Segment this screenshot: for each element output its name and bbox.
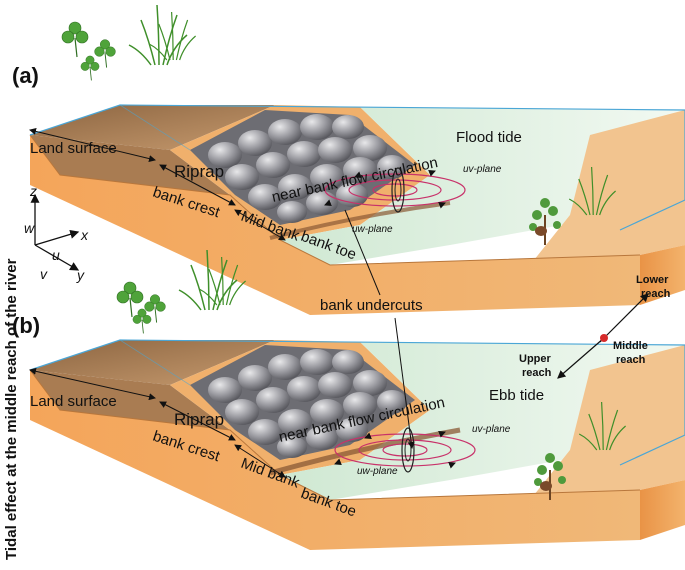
label-land-surface-b: Land surface: [30, 393, 117, 410]
label-tide-a: Flood tide: [456, 129, 522, 146]
axis-x-label: x: [80, 227, 89, 243]
axis-u-label: u: [52, 247, 60, 263]
label-bank-undercuts: bank undercuts: [320, 297, 423, 314]
axis-z-label: z: [29, 183, 37, 199]
label-riprap-a: Riprap: [174, 162, 224, 181]
vortex-a: [324, 167, 466, 213]
panel-b-letter: (b): [12, 313, 40, 338]
label-land-surface-a: Land surface: [30, 140, 117, 157]
label-riprap-b: Riprap: [174, 410, 224, 429]
side-title: Tidal effect at the middle reach of the …: [3, 258, 20, 560]
label-uw-plane-a: uw-plane: [352, 224, 393, 235]
label-uw-plane-b: uw-plane: [357, 466, 398, 477]
vortex-b: [334, 427, 476, 473]
label-uv-plane-a: uv-plane: [463, 164, 502, 175]
panel-a: (a) Land surface Riprap bank crest Mid b…: [12, 4, 685, 316]
label-uv-plane-b: uv-plane: [472, 424, 511, 435]
panel-a-letter: (a): [12, 63, 39, 88]
axis-v-label: v: [40, 266, 48, 282]
label-tide-b: Ebb tide: [489, 387, 544, 404]
axis-w-label: w: [24, 220, 35, 236]
panel-b: (b) Land surface Riprap bank crest Mid b…: [12, 249, 685, 551]
axis-y-label: y: [76, 267, 85, 283]
middle-reach-marker: [600, 334, 608, 342]
bank-undercuts-callout: bank undercuts: [320, 209, 423, 449]
axes-triad: [30, 193, 80, 271]
